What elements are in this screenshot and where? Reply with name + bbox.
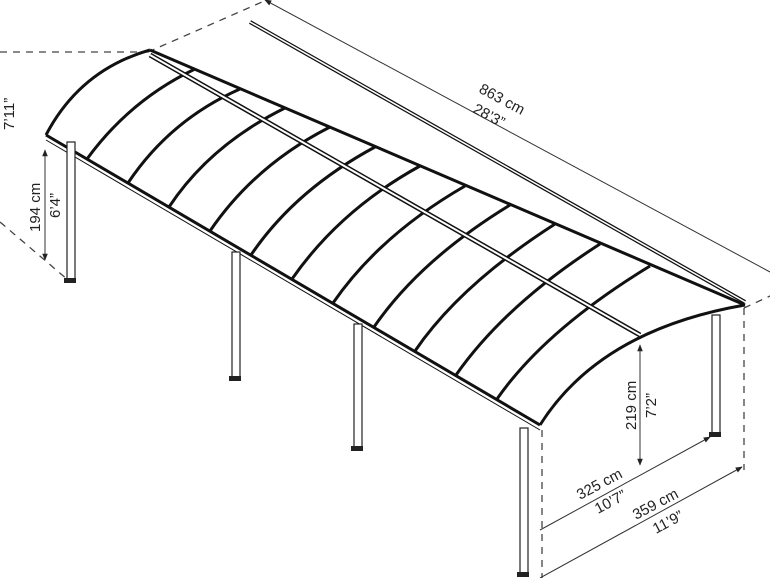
svg-text:7’2”: 7’2” <box>643 393 660 418</box>
eave-height-imperial-label: 6’4” <box>47 193 64 218</box>
eave-height-metric-label: 194 cm <box>27 183 44 232</box>
svg-text:194 cm: 194 cm <box>27 183 44 232</box>
post-front-right <box>517 427 529 577</box>
peak-height-left-imperial-label: 7’11” <box>1 98 18 130</box>
post-front-left <box>64 141 76 283</box>
post-front-2 <box>229 251 241 381</box>
roof <box>44 20 746 431</box>
svg-text:219 cm: 219 cm <box>623 381 640 430</box>
svg-text:7’11”: 7’11” <box>1 98 18 130</box>
posts <box>64 141 721 577</box>
post-rear-right <box>709 314 721 437</box>
peak-height-imperial-label: 7’2” <box>643 393 660 418</box>
length-dimension <box>264 0 770 273</box>
peak-height-metric-label: 219 cm <box>623 381 640 430</box>
svg-text:6’4”: 6’4” <box>47 193 64 218</box>
post-front-3 <box>351 323 363 451</box>
height-dimensions <box>42 149 743 578</box>
